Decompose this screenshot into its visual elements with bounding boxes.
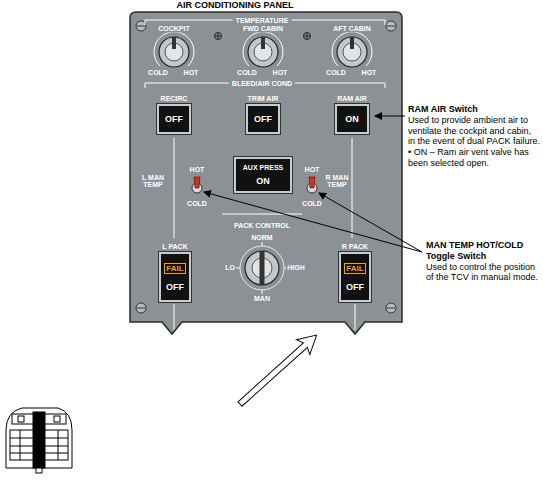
knob-label: COCKPIT <box>157 25 191 32</box>
button-label: R PACK <box>342 243 368 250</box>
title: AIR CONDITIONING PANEL <box>177 1 294 10</box>
temp-knob <box>172 37 176 49</box>
temp-knob <box>243 32 283 66</box>
callout-heading: RAM AIR Switch <box>408 104 540 115</box>
pack-control-knob <box>240 246 284 290</box>
button-legend: OFF <box>254 114 272 124</box>
scale-label: COLD <box>236 69 258 76</box>
overhead-panel-locator <box>36 468 42 473</box>
switch-label: R MAN TEMP <box>324 174 350 189</box>
push-button: RECIRCOFF <box>157 104 191 134</box>
callout-text: MAN TEMP HOT/COLD Toggle SwitchUsed to c… <box>426 240 540 283</box>
push-button: TRIM AIROFF <box>246 104 280 134</box>
position-label: HIGH <box>286 264 306 271</box>
scale-label: HOT <box>272 69 289 76</box>
knob-label: AFT CABIN <box>332 25 372 32</box>
leader-line <box>375 116 405 117</box>
button-legend: ON <box>256 176 270 186</box>
leader-line <box>204 116 422 252</box>
push-button: R PACKFAILOFF <box>339 252 371 302</box>
screw <box>136 21 396 313</box>
position-label: COLD <box>186 200 208 207</box>
button-label: TRIM AIR <box>248 95 279 102</box>
pack-control-knob <box>245 251 279 285</box>
knob-label: FWD CABIN <box>242 25 284 32</box>
overhead-panel-locator <box>54 416 60 422</box>
position-label: HOT <box>189 166 206 173</box>
overhead-panel-locator <box>6 408 72 473</box>
temp-knob <box>243 32 283 67</box>
switch-label: L MAN TEMP <box>140 174 166 189</box>
toggle-switch <box>194 177 200 188</box>
push-button: L PACKFAILOFF <box>159 252 191 302</box>
button-legend: OFF <box>346 282 364 292</box>
temp-knob <box>261 37 265 49</box>
panel-plate <box>130 12 402 334</box>
push-button: AUX PRESS ON <box>234 157 292 193</box>
plus-symbol <box>304 33 311 40</box>
plus-symbol <box>215 33 221 39</box>
leader-line <box>319 193 422 252</box>
position-label: HOT <box>304 166 321 173</box>
callout-text: RAM AIR SwitchUsed to provide ambient ai… <box>408 104 540 169</box>
toggle-switch <box>309 177 315 188</box>
temp-knob <box>154 32 194 66</box>
button-legend: FAIL <box>164 263 185 274</box>
scale-label: COLD <box>325 69 347 76</box>
temp-knob <box>332 32 372 67</box>
leader-line <box>204 192 422 252</box>
knob-label: PACK CONTROL <box>233 222 291 229</box>
overhead-panel-locator <box>33 412 45 468</box>
temp-knob <box>337 37 367 67</box>
button-legend: ON <box>345 114 359 124</box>
callout-body: • ON – Ram air vent valve has been selec… <box>408 147 540 169</box>
direction-arrow <box>233 328 323 412</box>
overhead-panel-locator <box>6 408 72 468</box>
temp-knob <box>248 37 278 67</box>
screw <box>137 26 395 308</box>
callout-heading: MAN TEMP HOT/COLD Toggle Switch <box>426 240 540 262</box>
button-label: RAM AIR <box>337 95 367 102</box>
position-label: COLD <box>301 200 323 207</box>
temp-knob <box>350 37 354 49</box>
section-heading: BLEED/AIR COND <box>229 80 295 87</box>
button-legend: OFF <box>166 282 184 292</box>
panel-line <box>174 304 355 330</box>
section-heading: TEMPERATURE <box>233 17 292 24</box>
temp-knob <box>159 37 189 67</box>
panel-line <box>145 20 385 330</box>
scale-label: COLD <box>147 69 169 76</box>
scale-label: HOT <box>361 69 378 76</box>
button-legend: FAIL <box>344 263 365 274</box>
temp-knob <box>332 32 372 66</box>
temp-knob <box>154 32 372 67</box>
temp-knob <box>154 32 194 67</box>
callout-body: Used to control the position of the TCV … <box>426 262 540 284</box>
pack-control-knob <box>260 251 265 285</box>
scale-label: HOT <box>183 69 200 76</box>
panel-line <box>222 214 302 215</box>
panel-plate <box>130 12 402 334</box>
plus-symbol <box>215 33 222 40</box>
plus-symbol <box>304 33 310 39</box>
control-panel: TEMPERATUREBLEED/AIR CONDRECIRCOFFTRIM A… <box>130 12 402 322</box>
overhead-panel-locator <box>18 416 24 422</box>
pack-control-knob <box>236 242 288 294</box>
push-button: RAM AIRON <box>335 104 369 134</box>
button-legend: OFF <box>165 114 183 124</box>
position-label: MAN <box>253 295 271 302</box>
panel-line <box>174 138 352 238</box>
direction-arrow <box>233 328 323 412</box>
button-label: RECIRC <box>161 95 188 102</box>
button-label: L PACK <box>162 243 187 250</box>
button-label: AUX PRESS <box>243 164 283 171</box>
position-label: NORM <box>250 234 273 241</box>
pack-control-knob <box>236 242 288 294</box>
callout-body: Used to provide ambient air to ventilate… <box>408 115 540 147</box>
position-label: LO <box>224 264 236 271</box>
